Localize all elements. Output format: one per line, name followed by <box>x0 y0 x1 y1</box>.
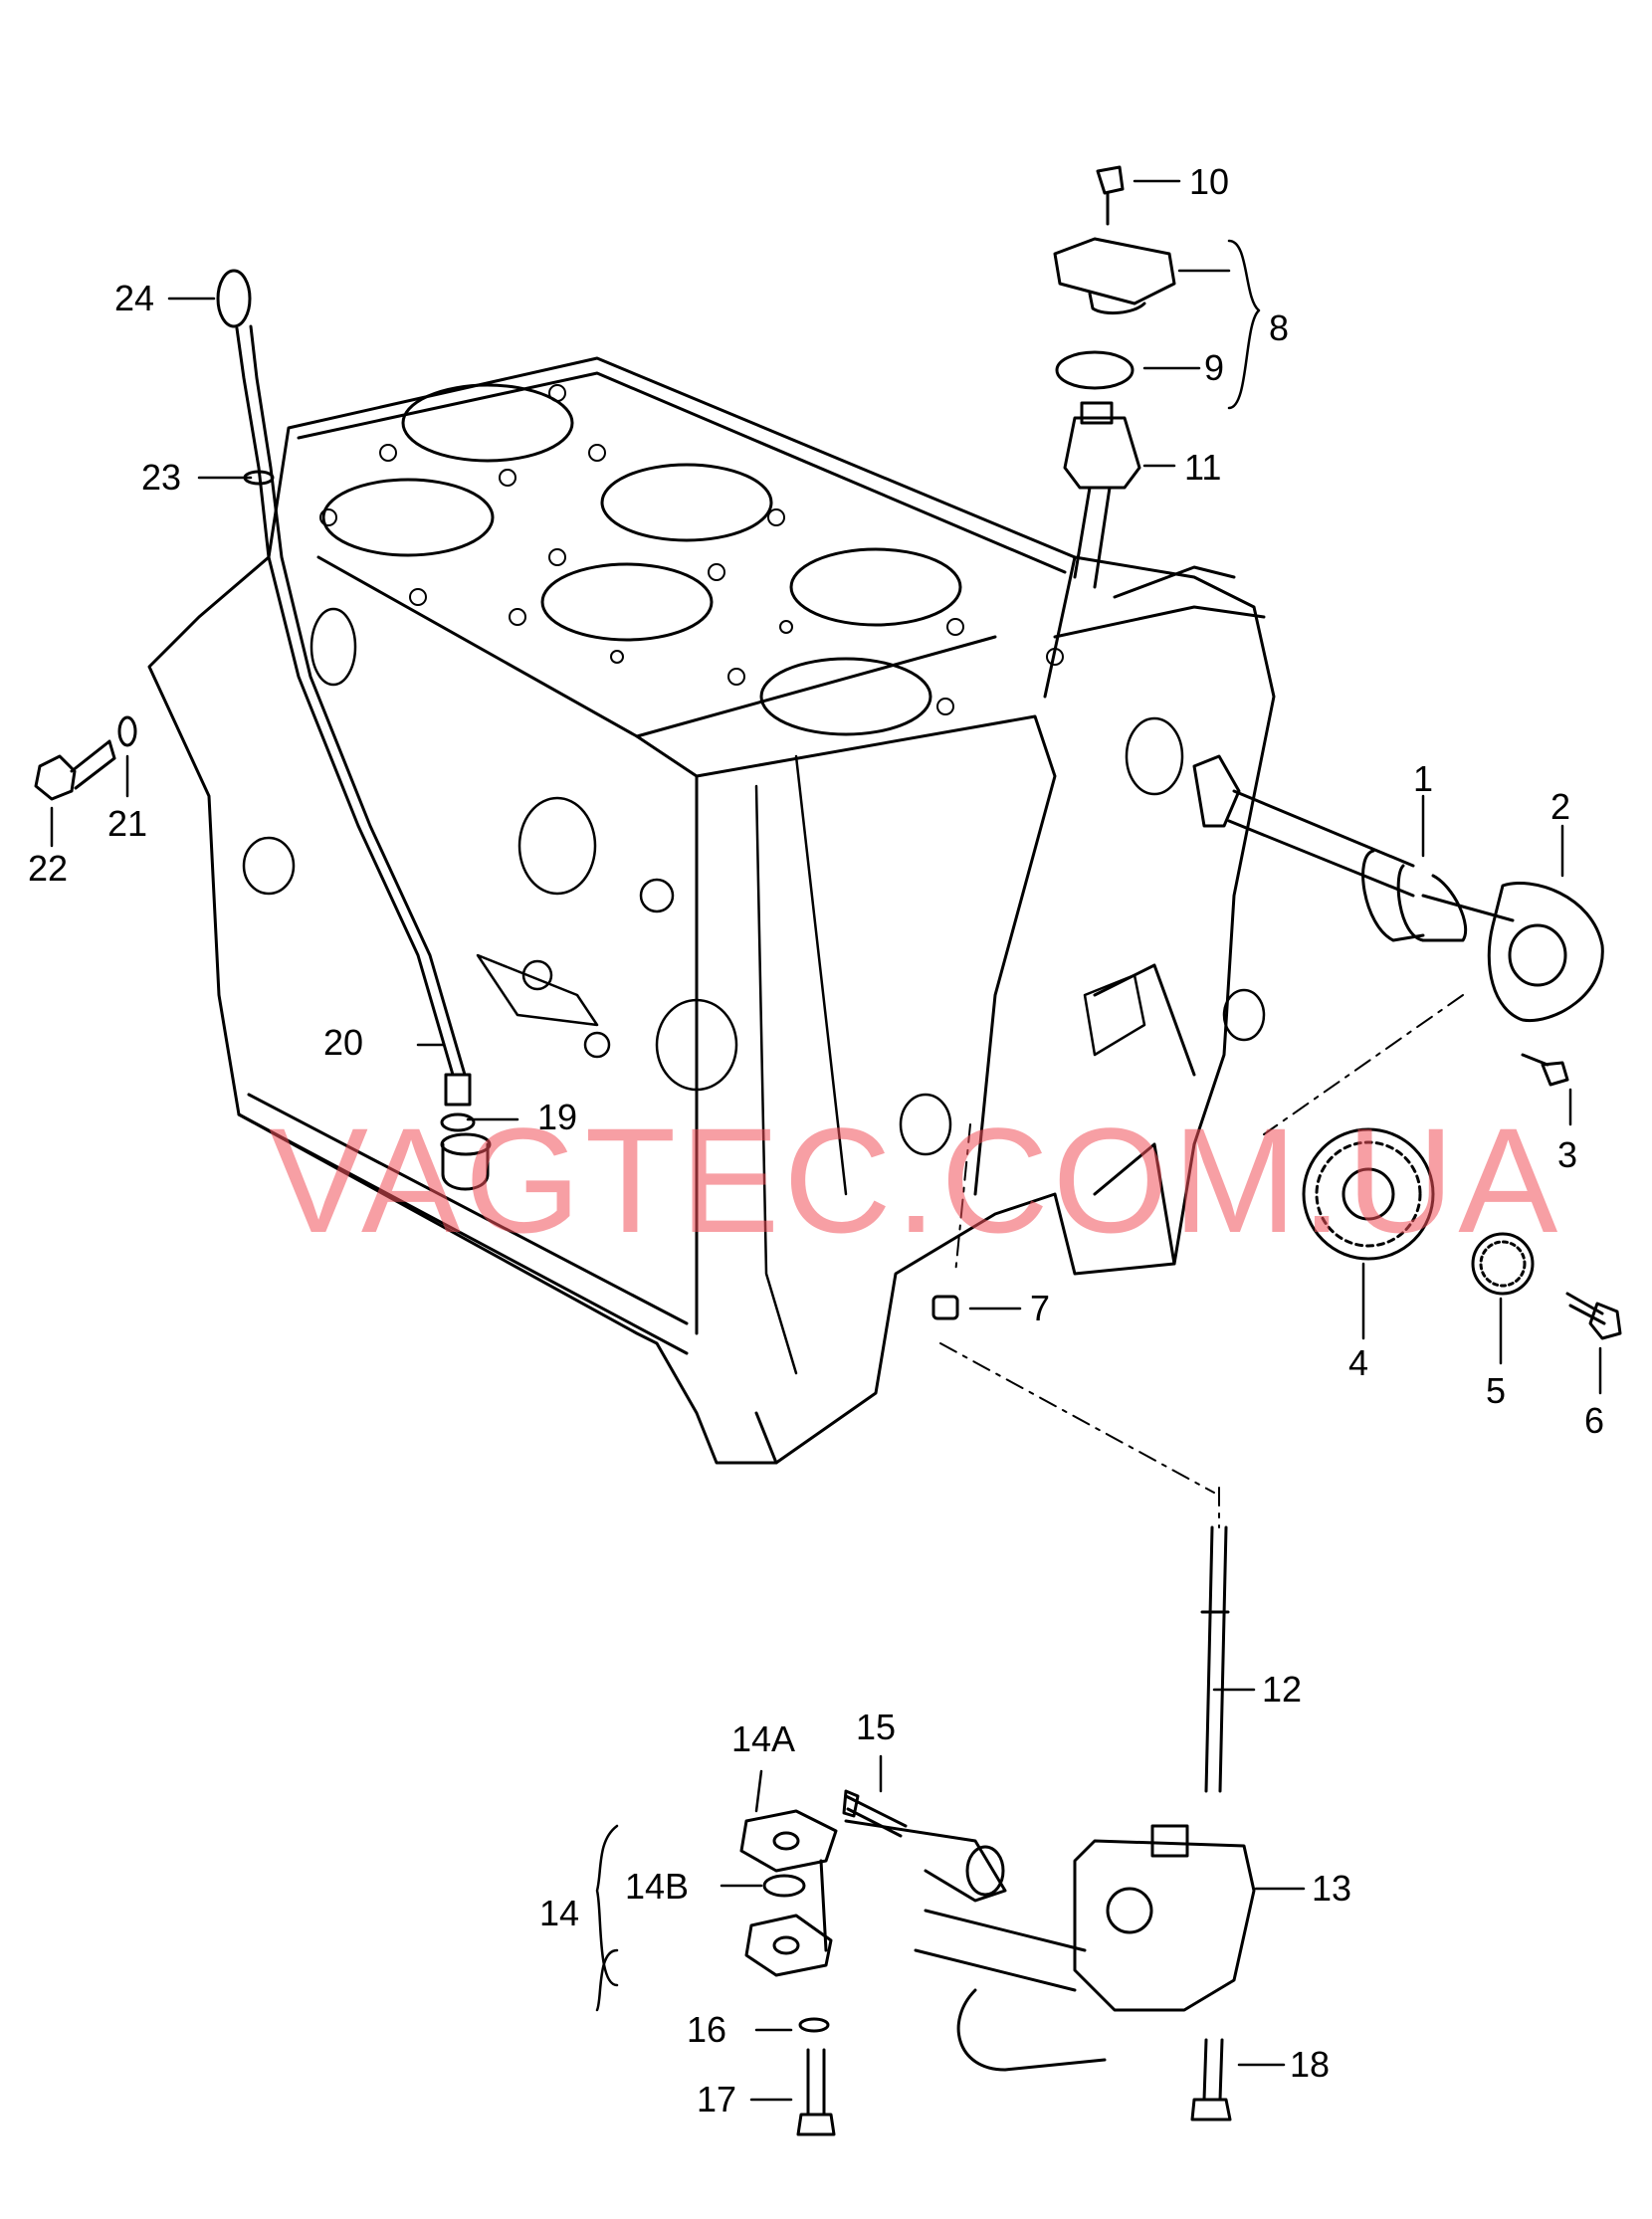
seal-19 <box>440 1112 492 1191</box>
callout-23: 23 <box>141 457 182 498</box>
callout-14A: 14A <box>731 1718 796 1759</box>
bolt-holes <box>319 384 1064 715</box>
bolt-22 <box>34 715 137 801</box>
callout-24: 24 <box>114 278 155 318</box>
callout-7: 7 <box>1030 1288 1051 1328</box>
intermediate-shaft <box>1192 754 1515 942</box>
callout-18: 18 <box>1290 2044 1331 2085</box>
filler-cap-assembly <box>1053 165 1176 589</box>
callout-21: 21 <box>107 803 148 844</box>
callout-14: 14 <box>539 1893 580 1933</box>
callout-4: 4 <box>1348 1342 1369 1383</box>
callout-13: 13 <box>1312 1868 1352 1909</box>
watermark: VAGTEC.COM.UA <box>269 1097 1562 1264</box>
flange-2 <box>1487 882 1604 1087</box>
oil-pump <box>819 1819 1256 2072</box>
callout-8: 8 <box>1269 307 1290 348</box>
callout-10: 10 <box>1189 161 1230 202</box>
callout-11: 11 <box>1184 447 1222 488</box>
cylinder-bores <box>321 383 962 736</box>
callout-19: 19 <box>537 1097 578 1137</box>
callout-22: 22 <box>28 848 69 889</box>
callout-9: 9 <box>1204 347 1225 388</box>
sleeve-7 <box>931 1295 959 1320</box>
callout-1: 1 <box>1413 758 1434 799</box>
callout-5: 5 <box>1486 1370 1507 1411</box>
callout-2: 2 <box>1550 786 1571 827</box>
callout-15: 15 <box>856 1707 897 1747</box>
callout-3: 3 <box>1557 1134 1578 1175</box>
engine-block <box>147 356 1276 1465</box>
block-details <box>242 607 1266 1375</box>
drive-shaft-12 <box>1200 1525 1230 1793</box>
callout-14B: 14B <box>625 1866 690 1907</box>
gaskets-and-bolts <box>739 1789 1232 2136</box>
leader-lines <box>50 179 1602 2102</box>
callout-20: 20 <box>323 1022 364 1063</box>
callout-17: 17 <box>697 2079 737 2119</box>
callout-12: 12 <box>1262 1669 1303 1710</box>
alignment-lines <box>939 994 1464 1528</box>
dipstick <box>216 269 472 1107</box>
sprockets <box>1302 1127 1622 1340</box>
callout-6: 6 <box>1584 1400 1605 1441</box>
callout-16: 16 <box>687 2009 727 2050</box>
